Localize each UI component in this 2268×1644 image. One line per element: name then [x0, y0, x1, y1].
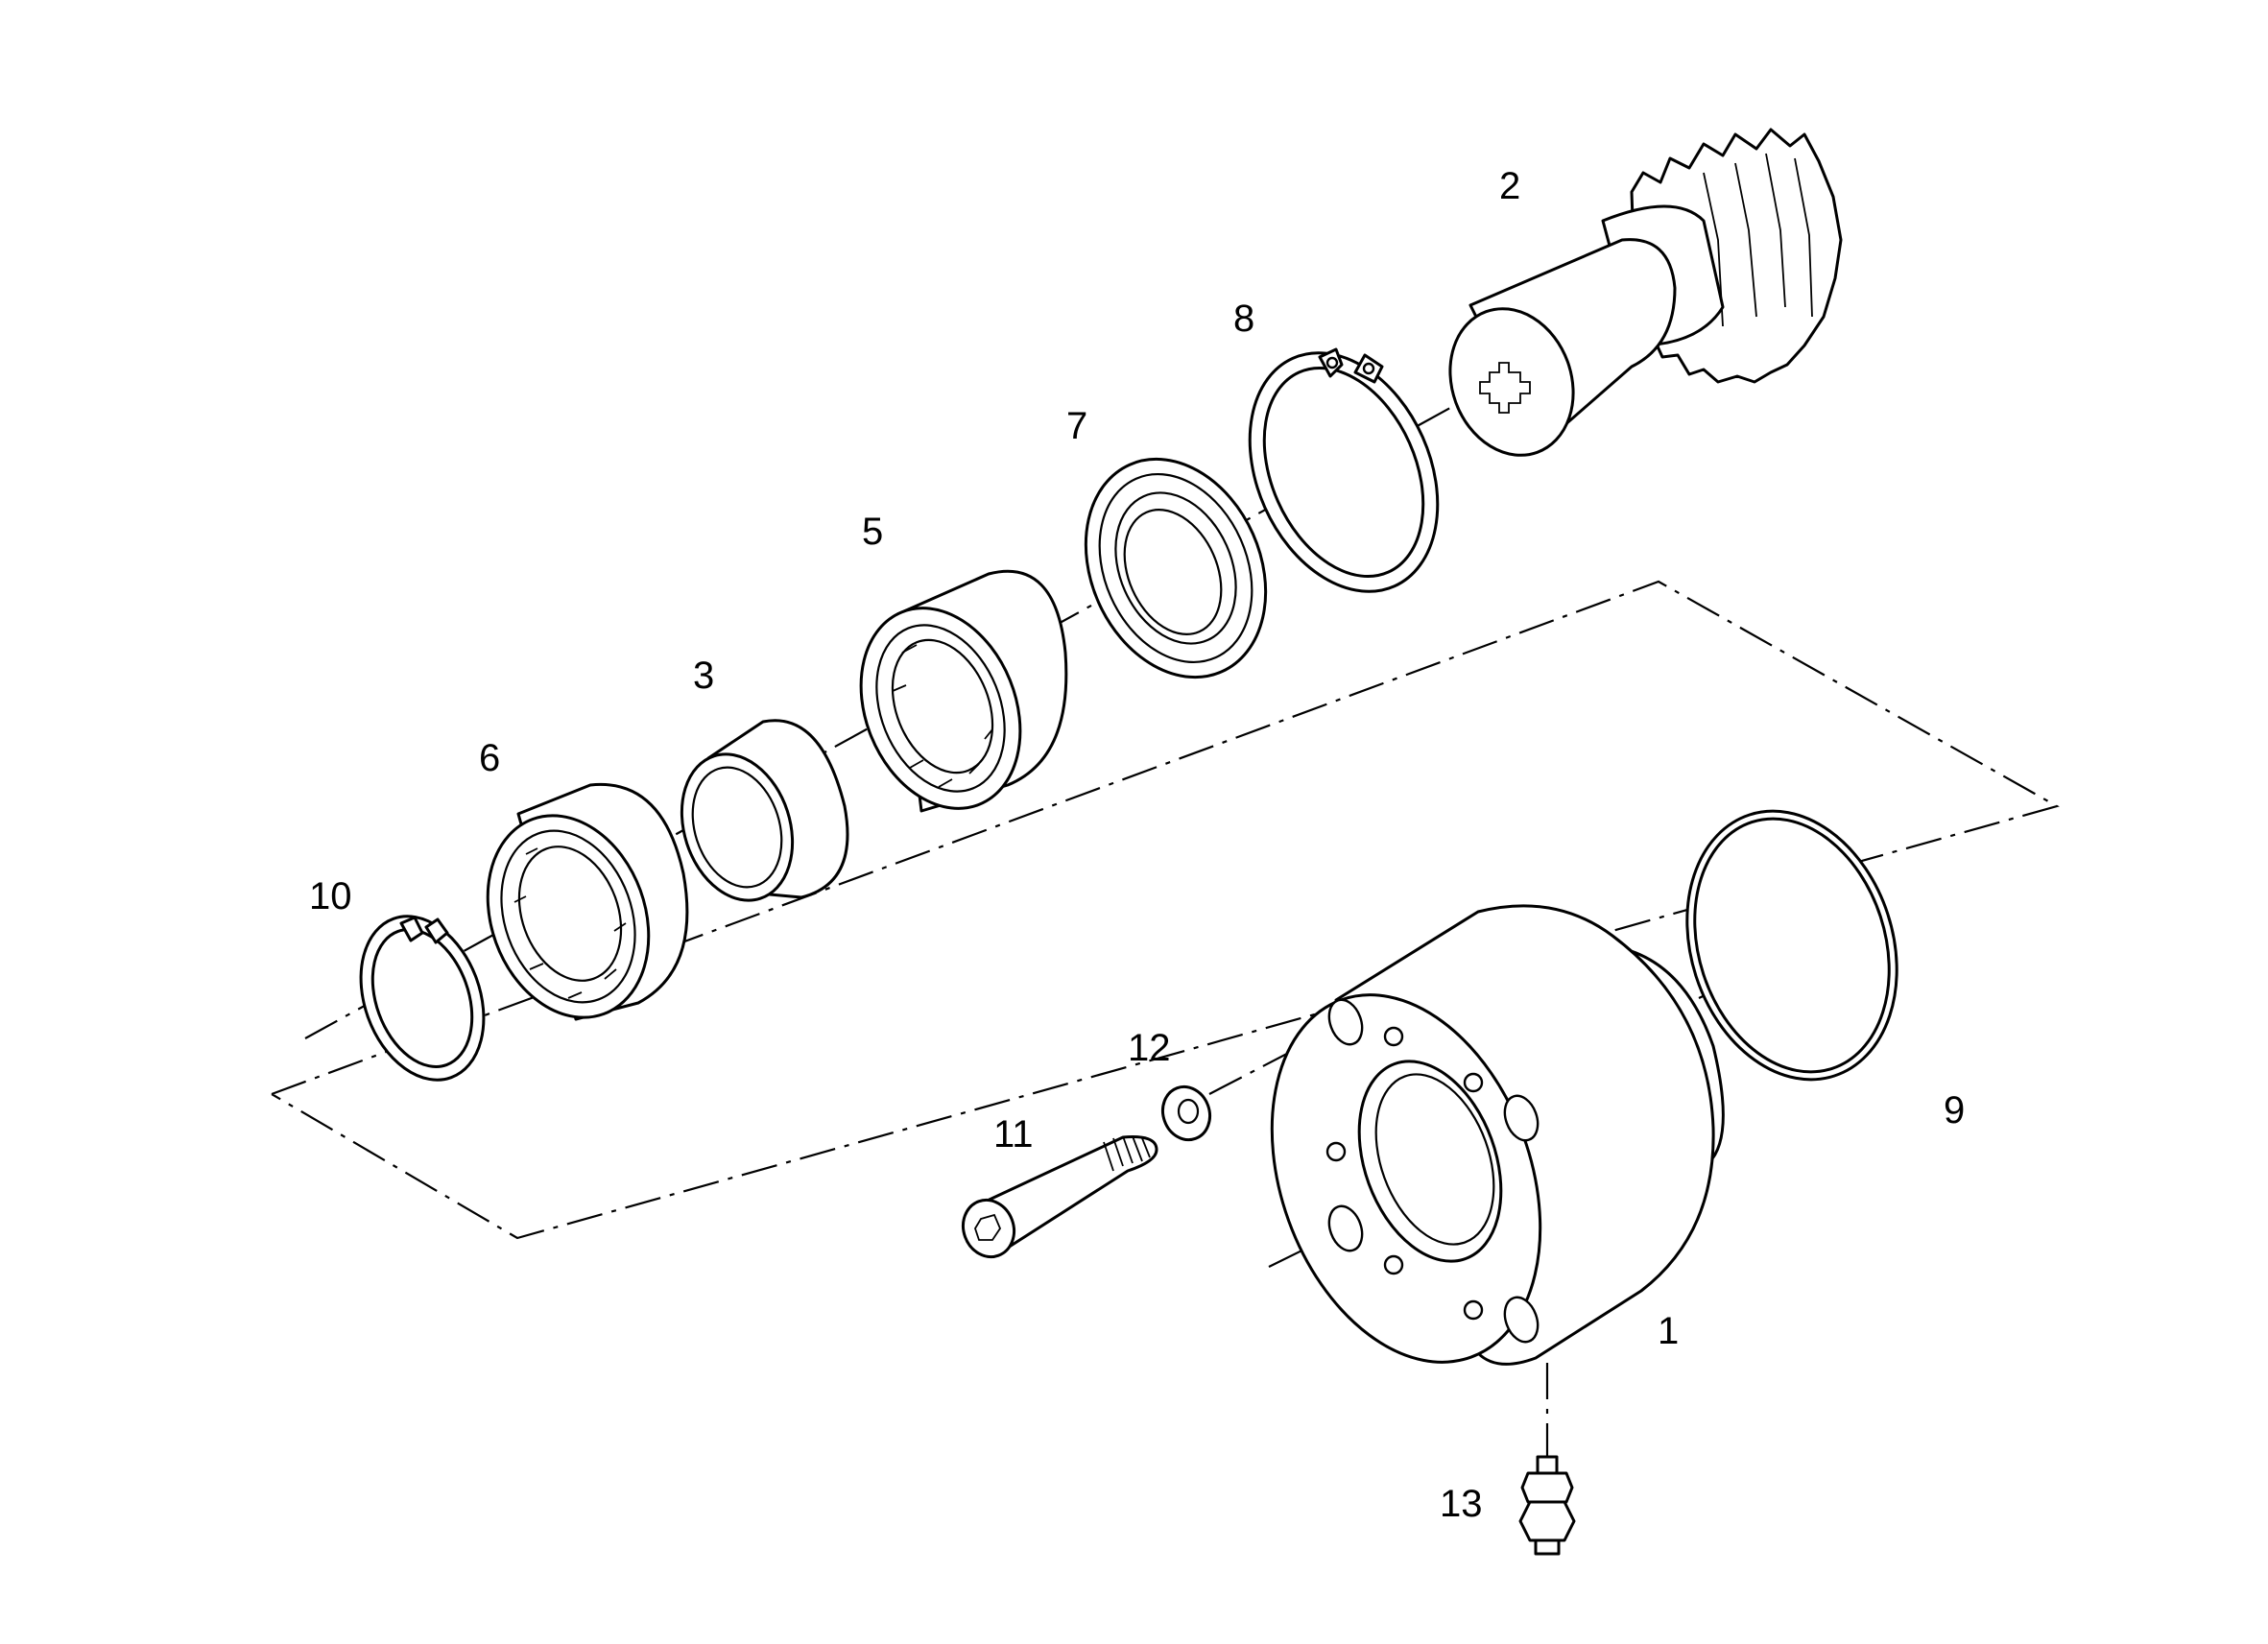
- callout-2: 2: [1499, 165, 1520, 207]
- callout-7: 7: [1066, 405, 1087, 447]
- callout-5: 5: [862, 511, 883, 553]
- circlip-lugs: [399, 916, 449, 944]
- spacer-sleeve: [680, 719, 849, 902]
- internal-circlip: [1248, 347, 1440, 593]
- o-ring: [1685, 809, 1898, 1082]
- pinion-shaft: [1448, 128, 1843, 457]
- callout-1: 1: [1658, 1310, 1679, 1352]
- screw-axis: [1208, 1031, 1330, 1095]
- callout-13: 13: [1440, 1483, 1483, 1525]
- assembly-frame-outline: [271, 580, 2060, 1240]
- screw-thread: [1103, 1135, 1151, 1172]
- callout-11: 11: [993, 1113, 1034, 1156]
- ball-bearing-small: [486, 782, 689, 1021]
- callout-6: 6: [479, 737, 500, 779]
- ball-bearing-large: [859, 569, 1068, 813]
- callout-8: 8: [1233, 298, 1254, 340]
- callouts: 1 2 3 5 6 7 8 9 10 11 12 13: [309, 165, 1965, 1525]
- housing-bore: [1357, 1060, 1503, 1263]
- callout-10: 10: [309, 875, 352, 917]
- grease-nipple: [1518, 1455, 1576, 1556]
- callout-12: 12: [1128, 1027, 1171, 1069]
- external-circlip: [359, 915, 486, 1082]
- shaft-spline-end: [1448, 307, 1575, 457]
- callout-3: 3: [693, 655, 714, 697]
- shaft-seal: [1084, 457, 1268, 679]
- spline-teeth: [1479, 362, 1531, 414]
- washer: [1160, 1084, 1212, 1142]
- housing: [1270, 904, 1725, 1366]
- callout-9: 9: [1944, 1089, 1965, 1132]
- cap-screw: [962, 1135, 1158, 1259]
- screw-head: [962, 1198, 1015, 1259]
